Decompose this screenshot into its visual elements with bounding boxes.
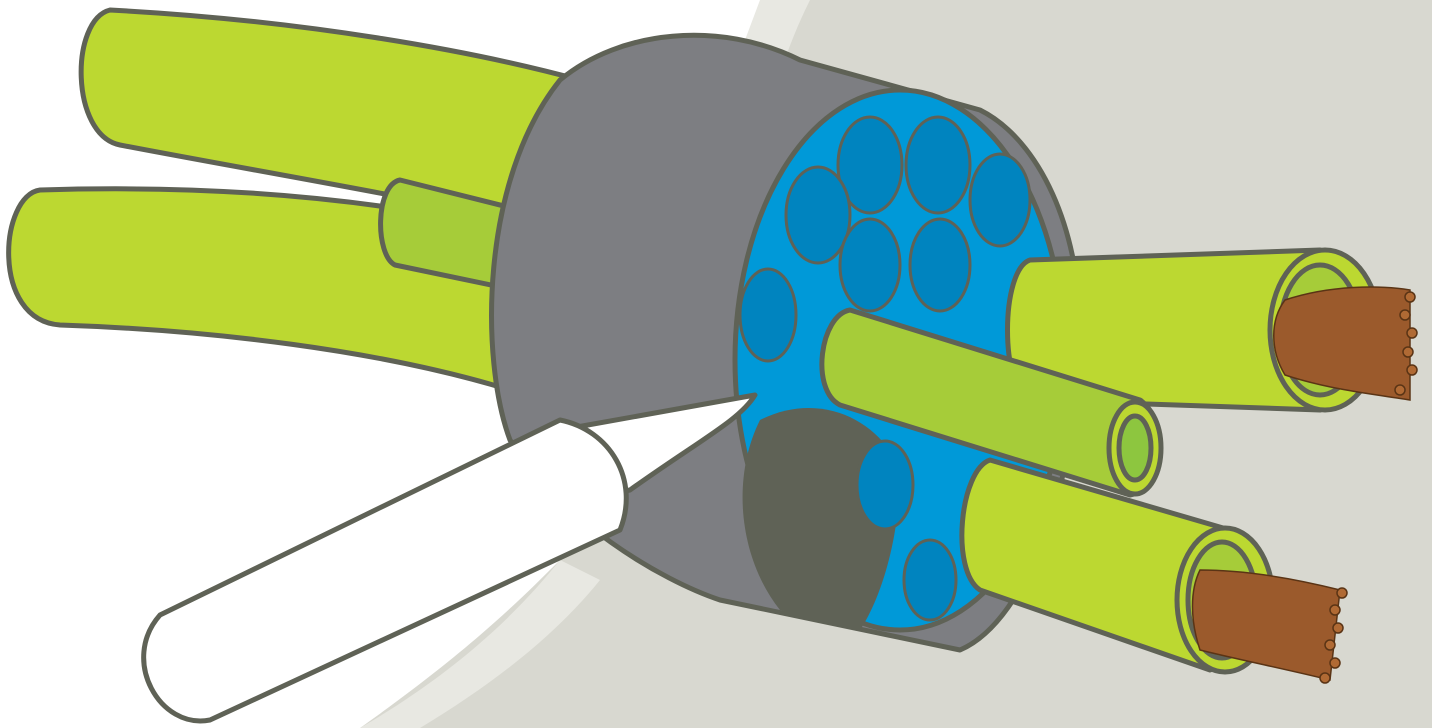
- copper-strand-end: [1404, 291, 1416, 303]
- left-cables: [6, 7, 583, 393]
- sealant-nozzle: [141, 392, 758, 724]
- sleeve: [855, 439, 915, 531]
- copper-strand-end: [1329, 604, 1341, 616]
- copper-strand-end: [1406, 327, 1418, 339]
- sleeves: [738, 115, 1032, 622]
- copper-strand-end: [1399, 309, 1411, 321]
- cable-core-end-inner: [1116, 413, 1154, 483]
- copper-strand-end: [1402, 346, 1414, 358]
- sleeve: [836, 115, 904, 215]
- copper-strand-end: [1329, 657, 1341, 669]
- sleeve: [904, 115, 972, 215]
- sleeve: [838, 217, 902, 313]
- copper-bundle: [1191, 569, 1341, 681]
- sleeve: [908, 217, 972, 313]
- sleeve: [784, 165, 852, 265]
- sleeve: [902, 538, 958, 622]
- copper-strand-end: [1394, 384, 1406, 396]
- sleeve: [968, 152, 1032, 248]
- copper-strand-end: [1336, 587, 1348, 599]
- copper-strand-end: [1324, 639, 1336, 651]
- sleeve: [738, 267, 798, 363]
- wall-edge-lower: [360, 560, 600, 728]
- copper-strands-upper: [1273, 286, 1418, 401]
- copper-bundle: [1273, 286, 1411, 401]
- copper-strand-end: [1319, 672, 1331, 684]
- nozzle-body: [141, 417, 629, 724]
- copper-strand-end: [1406, 364, 1418, 376]
- copper-strands-lower: [1191, 569, 1348, 684]
- cable-core-left: [378, 177, 523, 293]
- copper-strand-end: [1332, 622, 1344, 634]
